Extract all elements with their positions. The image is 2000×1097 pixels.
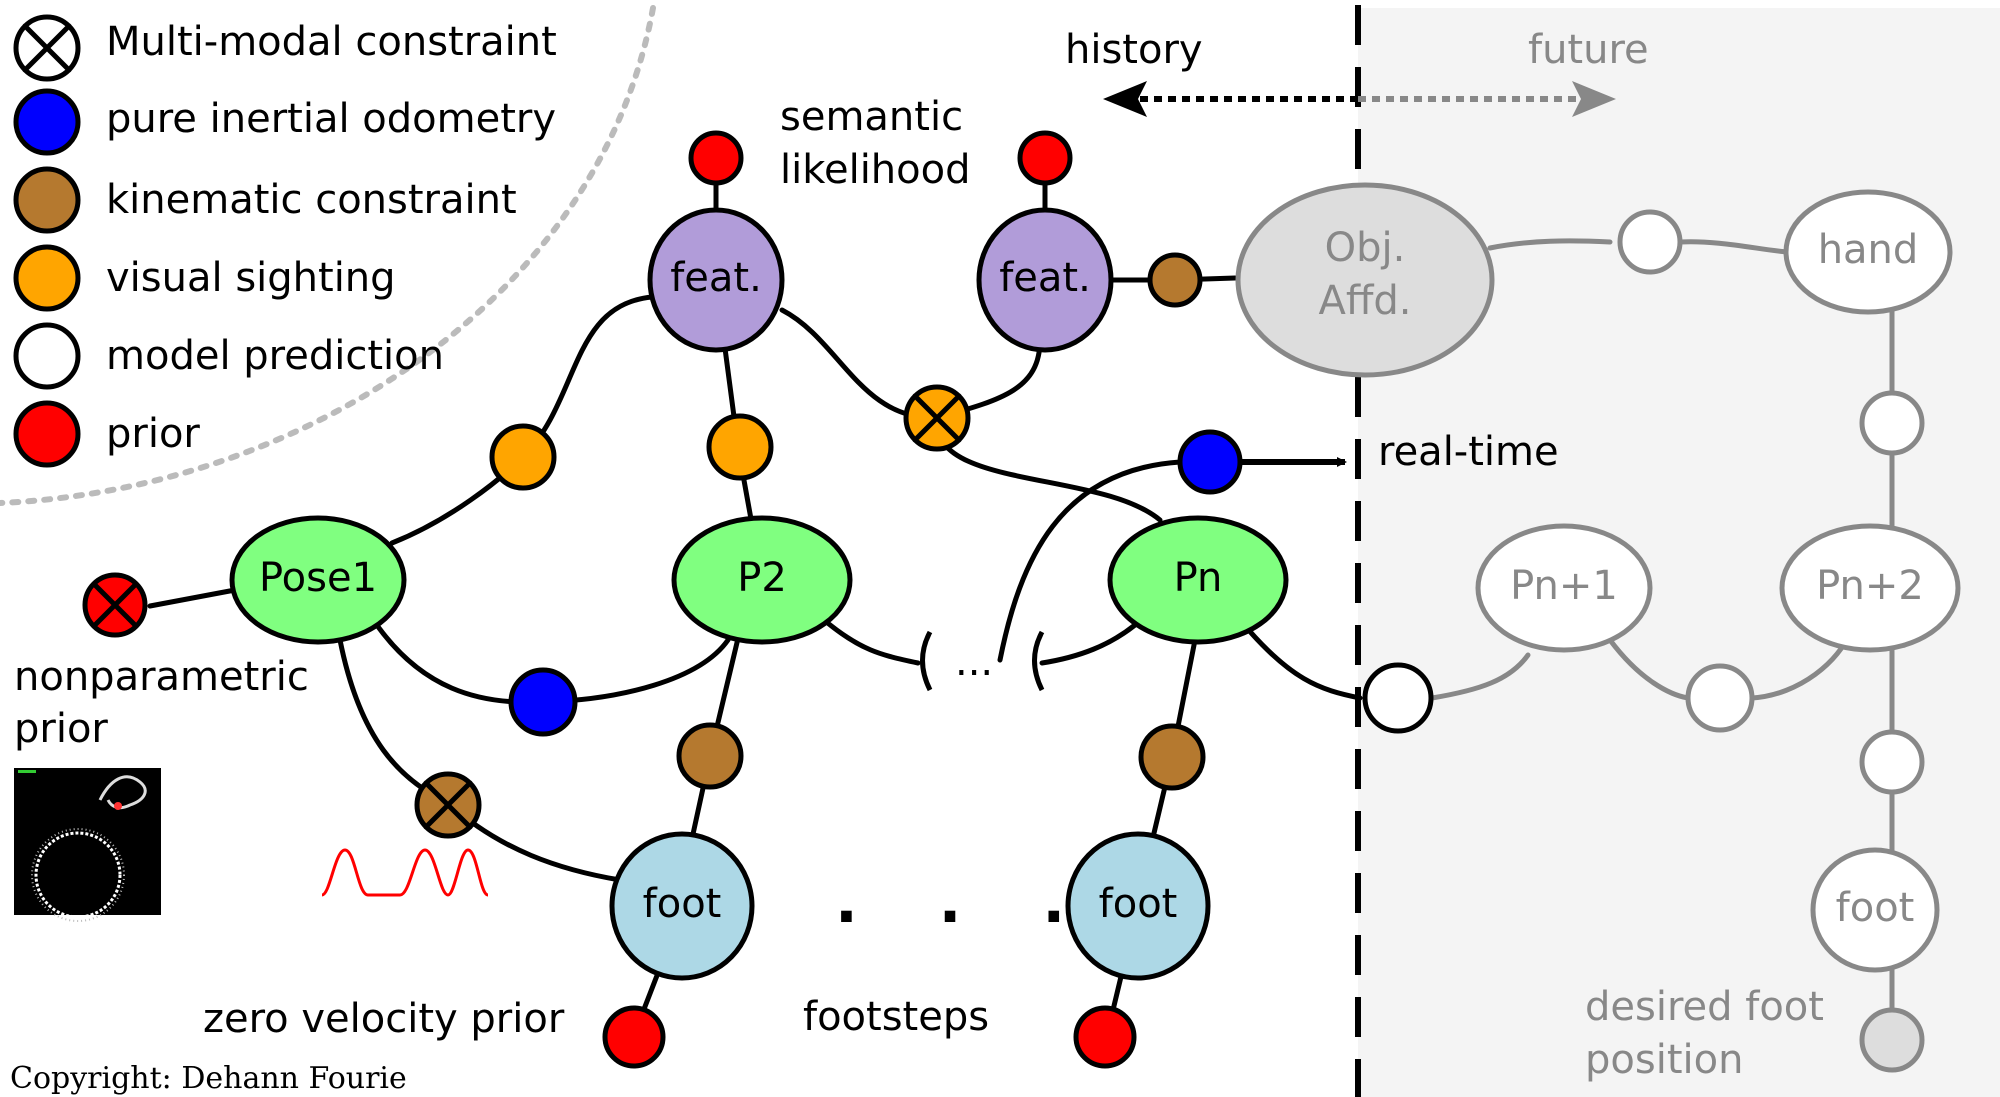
footsteps-dots: . . . bbox=[835, 867, 1095, 937]
object-affordance-label-1: Obj. bbox=[1325, 225, 1406, 271]
pose-node-n[interactable] bbox=[1107, 515, 1289, 645]
visual-factor-p2[interactable] bbox=[706, 413, 774, 481]
pose-node-2-label: P2 bbox=[737, 555, 787, 601]
kinematic-factor-pn[interactable] bbox=[1138, 723, 1206, 791]
prediction-factor-realtime[interactable] bbox=[1362, 662, 1434, 734]
nonparametric-prior-line-2: prior bbox=[14, 706, 108, 752]
legend-label-inertial: pure inertial odometry bbox=[106, 96, 556, 142]
future-foot-node-label: foot bbox=[1836, 885, 1915, 931]
foot-node-1[interactable] bbox=[609, 831, 755, 981]
future-arrowhead bbox=[1572, 81, 1616, 117]
pose-node-n-label: Pn bbox=[1174, 555, 1223, 601]
object-affordance-label-2: Affd. bbox=[1318, 278, 1411, 324]
pose-node-n1-label: Pn+1 bbox=[1510, 563, 1618, 609]
pose-node-1[interactable] bbox=[229, 515, 407, 645]
inertial-factor-realtime[interactable] bbox=[1177, 429, 1243, 495]
foot-node-1-label: foot bbox=[643, 881, 722, 927]
object-affordance-node[interactable] bbox=[1235, 182, 1495, 378]
red-circle-icon bbox=[13, 400, 81, 468]
prior-factor-feat2[interactable] bbox=[1017, 130, 1073, 186]
kinematic-factor-p2[interactable] bbox=[676, 722, 744, 790]
multimodal-kinematic-x2 bbox=[423, 780, 473, 830]
desired-foot-line-1: desired foot bbox=[1585, 984, 1824, 1030]
multimodal-signal-sketch bbox=[321, 848, 489, 897]
edge-ellipsis: ... bbox=[955, 639, 993, 685]
pose-node-2[interactable] bbox=[671, 515, 853, 645]
legend-label-prediction: model prediction bbox=[106, 333, 444, 379]
multimodal-visual-x2 bbox=[912, 393, 962, 443]
desired-foot-line-2: position bbox=[1585, 1037, 1743, 1083]
feature-node-1[interactable] bbox=[647, 207, 785, 353]
zero-velocity-prior-label: zero velocity prior bbox=[203, 996, 565, 1042]
prediction-factor-hand[interactable] bbox=[1617, 209, 1683, 275]
feature-node-1-label: feat. bbox=[670, 255, 762, 301]
desired-foot-prior[interactable] bbox=[1859, 1007, 1925, 1073]
real-time-label: real-time bbox=[1378, 429, 1559, 475]
nonparametric-prior-x2 bbox=[91, 581, 139, 629]
semantic-likelihood-line-1: semantic bbox=[780, 94, 963, 140]
hand-node[interactable] bbox=[1783, 189, 1953, 315]
inertial-factor-pose1-p2[interactable] bbox=[508, 667, 578, 737]
legend-label-multimodal: Multi-modal constraint bbox=[106, 19, 557, 65]
pose-node-1-label: Pose1 bbox=[259, 555, 377, 601]
legend-label-visual: visual sighting bbox=[106, 255, 396, 301]
legend-label-kinematic: kinematic constraint bbox=[106, 177, 517, 223]
future-label: future bbox=[1528, 27, 1649, 73]
pose-node-n1[interactable] bbox=[1475, 523, 1653, 653]
history-label: history bbox=[1065, 27, 1203, 73]
foot-node-2[interactable] bbox=[1065, 831, 1211, 981]
footsteps-label: footsteps bbox=[803, 994, 989, 1040]
copyright-label: Copyright: Dehann Fourie bbox=[10, 1061, 407, 1096]
pose-node-n2[interactable] bbox=[1779, 523, 1961, 653]
prediction-factor-n1-n2[interactable] bbox=[1685, 663, 1755, 733]
pose-node-n2-label: Pn+2 bbox=[1816, 563, 1924, 609]
visual-factor-pose1[interactable] bbox=[489, 423, 557, 491]
legend-x-line-2 bbox=[22, 23, 72, 73]
orange-circle-icon bbox=[13, 244, 81, 312]
history-arrowhead bbox=[1103, 81, 1147, 117]
edge-break-right bbox=[1032, 630, 1045, 692]
density-thumbnail bbox=[14, 768, 161, 922]
nonparametric-prior-line-1: nonparametric bbox=[14, 654, 309, 700]
white-circle-icon bbox=[13, 322, 81, 390]
kinematic-factor-feat2[interactable] bbox=[1147, 252, 1203, 308]
feature-node-2-label: feat. bbox=[999, 255, 1091, 301]
blue-circle-icon bbox=[13, 88, 81, 156]
prediction-factor-hand-pn2[interactable] bbox=[1859, 390, 1925, 456]
prior-factor-feat1[interactable] bbox=[688, 130, 744, 186]
semantic-likelihood-line-2: likelihood bbox=[780, 147, 971, 193]
future-edges bbox=[1429, 238, 1895, 1013]
legend-label-prior: prior bbox=[106, 411, 200, 457]
prediction-factor-n2-foot[interactable] bbox=[1859, 729, 1925, 795]
prior-factor-foot2[interactable] bbox=[1073, 1005, 1137, 1069]
feature-node-2[interactable] bbox=[976, 207, 1114, 353]
hand-node-label: hand bbox=[1818, 227, 1919, 273]
legend: Multi-modal constraint pure inertial odo… bbox=[13, 14, 557, 468]
legend-separator-arc bbox=[0, 5, 656, 506]
edge-break-left bbox=[920, 630, 933, 692]
foot-node-2-label: foot bbox=[1099, 881, 1178, 927]
brown-circle-icon bbox=[13, 166, 81, 234]
future-foot-node[interactable] bbox=[1810, 847, 1940, 973]
prior-factor-foot1[interactable] bbox=[602, 1005, 666, 1069]
